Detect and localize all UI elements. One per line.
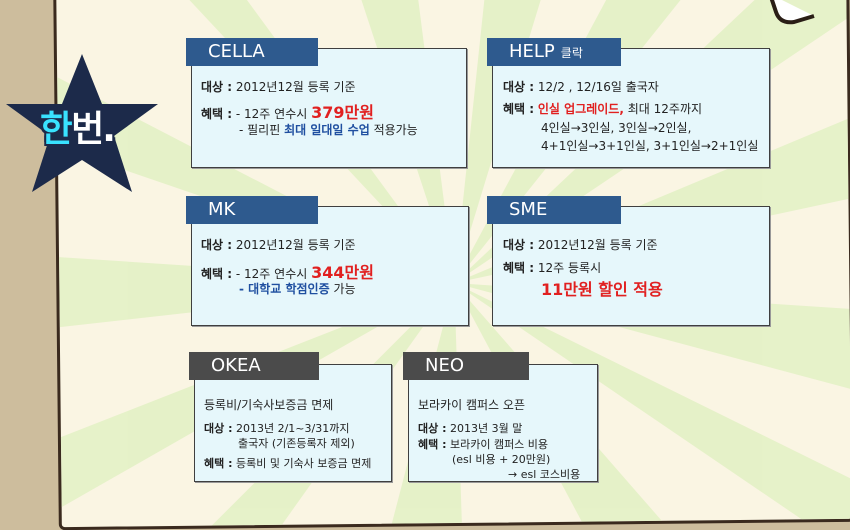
help-benefit-label: 혜택 : <box>503 102 535 116</box>
sme-target: 대상 : 2012년12월 등록 기준 <box>503 236 658 253</box>
tab-help-sub: 클락 <box>560 46 583 60</box>
help-benefit-2: 4인실→3인실, 3인실→2인실, <box>541 121 692 135</box>
help-target-value: 12/2 , 12/16일 출국자 <box>537 80 659 94</box>
cella-b2-post: 적용가능 <box>373 123 418 137</box>
card-sme <box>492 206 770 326</box>
cella-benefit-label: 혜택 : <box>201 107 233 121</box>
sme-benefit-1: 혜택 : 12주 등록시 <box>503 259 601 276</box>
tab-cella-title: CELLA <box>208 41 265 62</box>
help-benefit-3: 4+1인실→3+1인실, 3+1인실→2+1인실 <box>541 139 759 153</box>
neo-b1: 보라카이 캠퍼스 비용 <box>449 438 549 451</box>
okea-benefit-value: 등록비 및 기숙사 보증금 면제 <box>235 457 372 470</box>
badge-part2: 번. <box>71 109 116 150</box>
neo-benefit-2: (esl 비용 + 20만원) <box>452 453 551 466</box>
card-help <box>492 48 770 168</box>
okea-target-1-value: 2013년 2/1~3/31까지 <box>235 422 350 435</box>
sme-target-label: 대상 : <box>503 238 535 252</box>
neo-target-value: 2013년 3월 말 <box>449 422 523 435</box>
card-okea <box>194 364 392 482</box>
cella-b2-bold: 최대 일대일 수업 <box>284 123 370 137</box>
neo-headline: 보라카이 캠퍼스 오픈 <box>418 398 525 412</box>
tab-mk: MK <box>186 196 318 224</box>
card-cella <box>191 48 467 168</box>
mk-price: 344만원 <box>311 263 374 282</box>
help-benefit-1: 혜택 : 인실 업그레이드, 최대 12주까지 <box>503 100 702 117</box>
sme-discount: 11만원 할인 적용 <box>541 280 663 299</box>
okea-target-1: 대상 : 2013년 2/1~3/31까지 <box>204 420 349 436</box>
card-mk <box>191 206 469 326</box>
neo-target-label: 대상 : <box>418 422 447 435</box>
mk-b2-bold: - 대학교 학점인증 <box>239 282 330 296</box>
neo-benefit-1: 혜택 : 보라카이 캠퍼스 비용 <box>418 436 548 452</box>
badge-part1: 한 <box>40 109 73 150</box>
okea-target-label: 대상 : <box>204 422 233 435</box>
cella-price: 379만원 <box>311 103 374 122</box>
mk-b2-post: 가능 <box>333 282 356 296</box>
cella-b1-pre: - 12주 연수시 <box>235 107 308 121</box>
tab-sme: SME <box>487 196 621 224</box>
mk-b1-pre: - 12주 연수시 <box>235 267 308 281</box>
okea-headline: 등록비/기숙사보증금 면제 <box>204 398 334 412</box>
mk-benefit-1: 혜택 : - 12주 연수시 344만원 <box>201 259 374 283</box>
okea-target-2: 출국자 (기존등록자 제외) <box>238 437 355 450</box>
neo-target: 대상 : 2013년 3월 말 <box>418 420 522 436</box>
cella-benefit-2: - 필리핀 최대 일대일 수업 적용가능 <box>239 121 418 138</box>
neo-benefit-label: 혜택 : <box>418 438 447 451</box>
help-b1-post: 최대 12주까지 <box>627 102 703 116</box>
mk-benefit-2: - 대학교 학점인증 가능 <box>239 280 356 297</box>
cella-target-value: 2012년12월 등록 기준 <box>235 80 356 94</box>
tab-neo: NEO <box>403 352 529 380</box>
sme-target-value: 2012년12월 등록 기준 <box>537 238 658 252</box>
tab-help-title: HELP <box>509 41 555 62</box>
badge-text: 한번. <box>40 100 116 152</box>
okea-benefit-label: 혜택 : <box>204 457 233 470</box>
tab-okea: OKEA <box>189 352 319 380</box>
mk-target-value: 2012년12월 등록 기준 <box>235 238 356 252</box>
mk-target-label: 대상 : <box>201 238 233 252</box>
tab-okea-title: OKEA <box>211 355 261 376</box>
cella-b2-pre: - 필리핀 <box>239 123 281 137</box>
sme-b1: 12주 등록시 <box>537 261 602 275</box>
tab-cella: CELLA <box>186 38 318 66</box>
tab-sme-title: SME <box>509 199 548 220</box>
clip-corner-icon <box>769 0 815 25</box>
help-target-label: 대상 : <box>503 80 535 94</box>
cella-target-label: 대상 : <box>201 80 233 94</box>
mk-target: 대상 : 2012년12월 등록 기준 <box>201 236 356 253</box>
mk-benefit-label: 혜택 : <box>201 267 233 281</box>
star-badge-icon <box>6 54 158 192</box>
help-target: 대상 : 12/2 , 12/16일 출국자 <box>503 78 659 95</box>
tab-help: HELP 클락 <box>487 38 621 66</box>
cella-benefit-1: 혜택 : - 12주 연수시 379만원 <box>201 99 374 123</box>
tab-mk-title: MK <box>208 199 236 220</box>
neo-benefit-3: → esl 코스비용 <box>508 468 581 481</box>
card-neo <box>408 364 598 482</box>
sme-benefit-label: 혜택 : <box>503 261 535 275</box>
okea-benefit: 혜택 : 등록비 및 기숙사 보증금 면제 <box>204 455 371 471</box>
tab-neo-title: NEO <box>425 355 465 376</box>
cella-target: 대상 : 2012년12월 등록 기준 <box>201 78 356 95</box>
help-b1-red: 인실 업그레이드, <box>537 102 624 116</box>
